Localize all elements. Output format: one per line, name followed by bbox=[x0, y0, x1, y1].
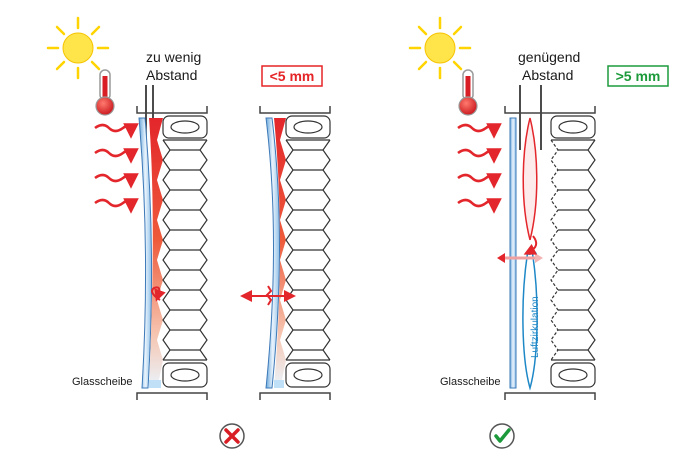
right-label-line1: genügend bbox=[518, 49, 580, 65]
right-pleated-blind bbox=[550, 115, 596, 388]
check-icon bbox=[489, 423, 515, 449]
sun-icon bbox=[408, 16, 472, 80]
left-glass-label: Glasscheibe bbox=[72, 376, 133, 388]
right-distance-marker bbox=[519, 85, 542, 150]
left-heat-zone-1 bbox=[149, 118, 163, 388]
left-frame-2 bbox=[259, 106, 331, 400]
cross-icon bbox=[219, 423, 245, 449]
heat-waves bbox=[457, 123, 502, 214]
left-cold-spot-2 bbox=[274, 380, 284, 388]
right-glass-pane bbox=[509, 117, 517, 389]
left-label-line1: zu wenig bbox=[146, 49, 201, 65]
right-exchange-arrows bbox=[497, 235, 543, 263]
left-label-line2: Abstand bbox=[146, 67, 197, 83]
left-badge-box bbox=[261, 65, 323, 87]
right-badge-box bbox=[607, 65, 669, 87]
left-badge: <5 mm bbox=[270, 68, 315, 84]
left-glass-pane-2 bbox=[265, 117, 280, 389]
sun-icon bbox=[46, 16, 110, 80]
thermometer-icon bbox=[95, 69, 115, 116]
left-curl-arrow bbox=[151, 286, 166, 302]
right-air-label: Luftzirkulation bbox=[530, 296, 541, 358]
left-cold-spot-1 bbox=[149, 380, 161, 388]
left-scene: zu wenig Abstand bbox=[46, 16, 331, 449]
left-pleated-blind-1 bbox=[162, 115, 208, 388]
left-glass-pane-1 bbox=[138, 117, 153, 389]
right-scene: genügend Abstand >5 mm bbox=[408, 16, 669, 449]
thermometer-icon bbox=[458, 69, 478, 116]
heat-waves bbox=[94, 123, 139, 214]
right-warm-air-loop bbox=[522, 117, 538, 241]
right-label-line2: Abstand bbox=[522, 67, 573, 83]
right-badge: >5 mm bbox=[616, 68, 661, 84]
right-frame bbox=[504, 106, 596, 400]
right-air-circulation-loop bbox=[522, 245, 538, 391]
stress-crack-icon bbox=[240, 285, 296, 306]
right-glass-label: Glasscheibe bbox=[440, 376, 501, 388]
left-frame-1 bbox=[136, 106, 208, 400]
left-pleated-blind-2 bbox=[285, 115, 331, 388]
left-heat-zone-2 bbox=[274, 118, 286, 388]
